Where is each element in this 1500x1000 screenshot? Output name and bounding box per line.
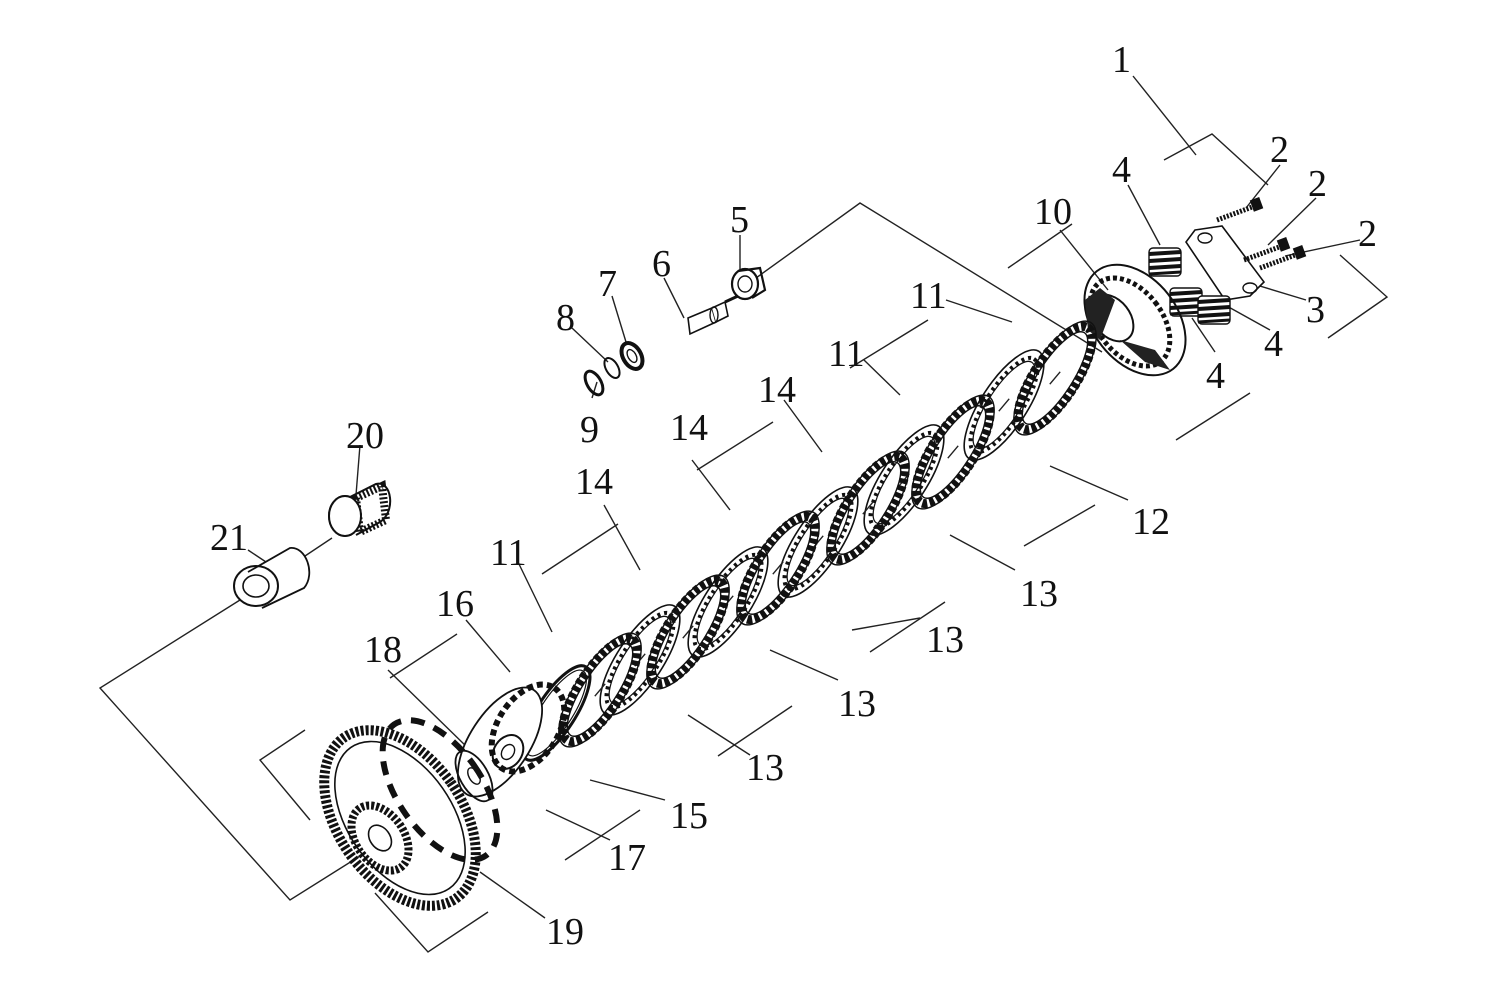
label-8: 8 xyxy=(556,297,575,339)
needle-bearing-part xyxy=(328,480,392,538)
label-2c: 2 xyxy=(1358,213,1377,255)
label-12: 12 xyxy=(1132,501,1170,543)
reference-lines xyxy=(98,133,1389,953)
label-2b: 2 xyxy=(1308,163,1327,205)
spring-part-a xyxy=(1147,246,1183,278)
label-21: 21 xyxy=(210,517,248,559)
bolt-part-b xyxy=(1244,237,1290,260)
nut-part xyxy=(619,341,645,371)
label-13d: 13 xyxy=(746,747,784,789)
label-11a: 11 xyxy=(910,275,947,317)
label-18: 18 xyxy=(364,629,402,671)
label-2a: 2 xyxy=(1270,129,1289,171)
pressure-plate-part xyxy=(1185,225,1266,301)
bolt-part-a xyxy=(1217,197,1263,220)
label-13b: 13 xyxy=(926,619,964,661)
label-7: 7 xyxy=(598,263,617,305)
leader-lines xyxy=(247,75,1361,919)
label-11c: 11 xyxy=(490,532,527,574)
clutch-housing-part xyxy=(319,717,501,911)
label-16: 16 xyxy=(436,583,474,625)
label-20: 20 xyxy=(346,415,384,457)
spring-part-c xyxy=(1196,294,1232,326)
circlip-part xyxy=(583,369,605,397)
push-rod-part xyxy=(687,294,739,336)
label-4c: 4 xyxy=(1206,355,1225,397)
label-6: 6 xyxy=(652,243,671,285)
label-14a: 14 xyxy=(758,369,796,411)
label-15: 15 xyxy=(670,795,708,837)
bushing-part xyxy=(233,547,311,609)
label-10: 10 xyxy=(1034,191,1072,233)
label-19: 19 xyxy=(546,911,584,953)
label-4a: 4 xyxy=(1112,149,1131,191)
washer-part xyxy=(603,357,621,379)
part-number-labels: 1 2 2 2 3 4 4 4 5 6 7 8 9 10 11 11 11 12… xyxy=(210,39,1377,953)
label-1: 1 xyxy=(1112,39,1131,81)
label-9: 9 xyxy=(580,409,599,451)
label-11b: 11 xyxy=(828,333,865,375)
clutch-hub-part xyxy=(1083,263,1187,377)
friction-disc-c xyxy=(812,440,924,577)
friction-disc-d xyxy=(722,500,834,637)
label-3: 3 xyxy=(1306,289,1325,331)
bearing-part xyxy=(730,266,767,301)
label-14b: 14 xyxy=(670,407,708,449)
label-13c: 13 xyxy=(838,683,876,725)
label-14c: 14 xyxy=(575,461,613,503)
label-13a: 13 xyxy=(1020,573,1058,615)
label-4b: 4 xyxy=(1264,323,1283,365)
label-17: 17 xyxy=(608,837,646,879)
label-5: 5 xyxy=(730,199,749,241)
